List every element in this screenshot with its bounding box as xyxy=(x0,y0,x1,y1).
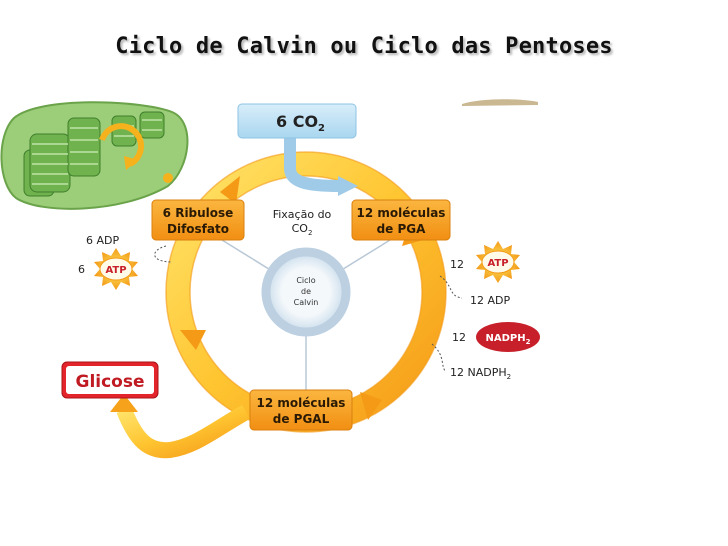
svg-text:Fixação do: Fixação do xyxy=(273,208,332,221)
right-nadph-output: 12 NADPH2 xyxy=(450,366,511,381)
glicose-box: Glicose xyxy=(61,361,159,399)
left-atp-count: 6 xyxy=(78,263,85,276)
svg-text:Glicose: Glicose xyxy=(75,372,144,392)
center-label-1: Ciclo xyxy=(296,276,315,285)
co2-box: 6 CO2 xyxy=(237,103,357,139)
left-adp-label: 6 ADP xyxy=(86,234,119,247)
right-adp-label: 12 ADP xyxy=(470,294,510,307)
center-label-3: Calvin xyxy=(294,298,319,307)
svg-text:6 Ribulose: 6 Ribulose xyxy=(163,206,234,220)
right-energy-inputs: 12 ATP 12 ADP 12 NADPH2 12 NADPH2 xyxy=(431,241,540,381)
nadph-badge xyxy=(476,322,540,352)
center-label-2: de xyxy=(301,287,311,296)
svg-text:de PGA: de PGA xyxy=(377,222,427,236)
svg-text:Difosfato: Difosfato xyxy=(167,222,229,236)
ribulose-box: 6 Ribulose Difosfato xyxy=(151,199,245,241)
right-atp-count: 12 xyxy=(450,258,464,271)
svg-text:NADPH2: NADPH2 xyxy=(486,333,531,346)
pga-box: 12 moléculas de PGA xyxy=(351,199,451,241)
svg-text:CO2: CO2 xyxy=(292,222,313,237)
right-nadph-count: 12 xyxy=(452,331,466,344)
pgal-box: 12 moléculas de PGAL xyxy=(249,389,353,431)
svg-text:6 CO2: 6 CO2 xyxy=(276,112,325,134)
page-title: Ciclo de Calvin ou Ciclo das Pentoses xyxy=(115,34,613,59)
left-energy-inputs: 6 ADP 6 ATP xyxy=(78,234,173,290)
right-atp-label: ATP xyxy=(487,258,508,269)
left-atp-label: ATP xyxy=(105,265,126,276)
chloroplast-illustration xyxy=(0,101,189,210)
decorative-fragment xyxy=(462,99,538,106)
glicose-output-arrow xyxy=(110,394,250,459)
center-circle: Ciclo de Calvin xyxy=(261,247,351,337)
co2-input-arrow xyxy=(284,134,358,196)
fixacao-label: Fixação do CO2 xyxy=(273,208,332,237)
svg-text:12 moléculas: 12 moléculas xyxy=(357,206,446,220)
svg-text:12 moléculas: 12 moléculas xyxy=(257,396,346,410)
svg-text:de PGAL: de PGAL xyxy=(273,412,330,426)
